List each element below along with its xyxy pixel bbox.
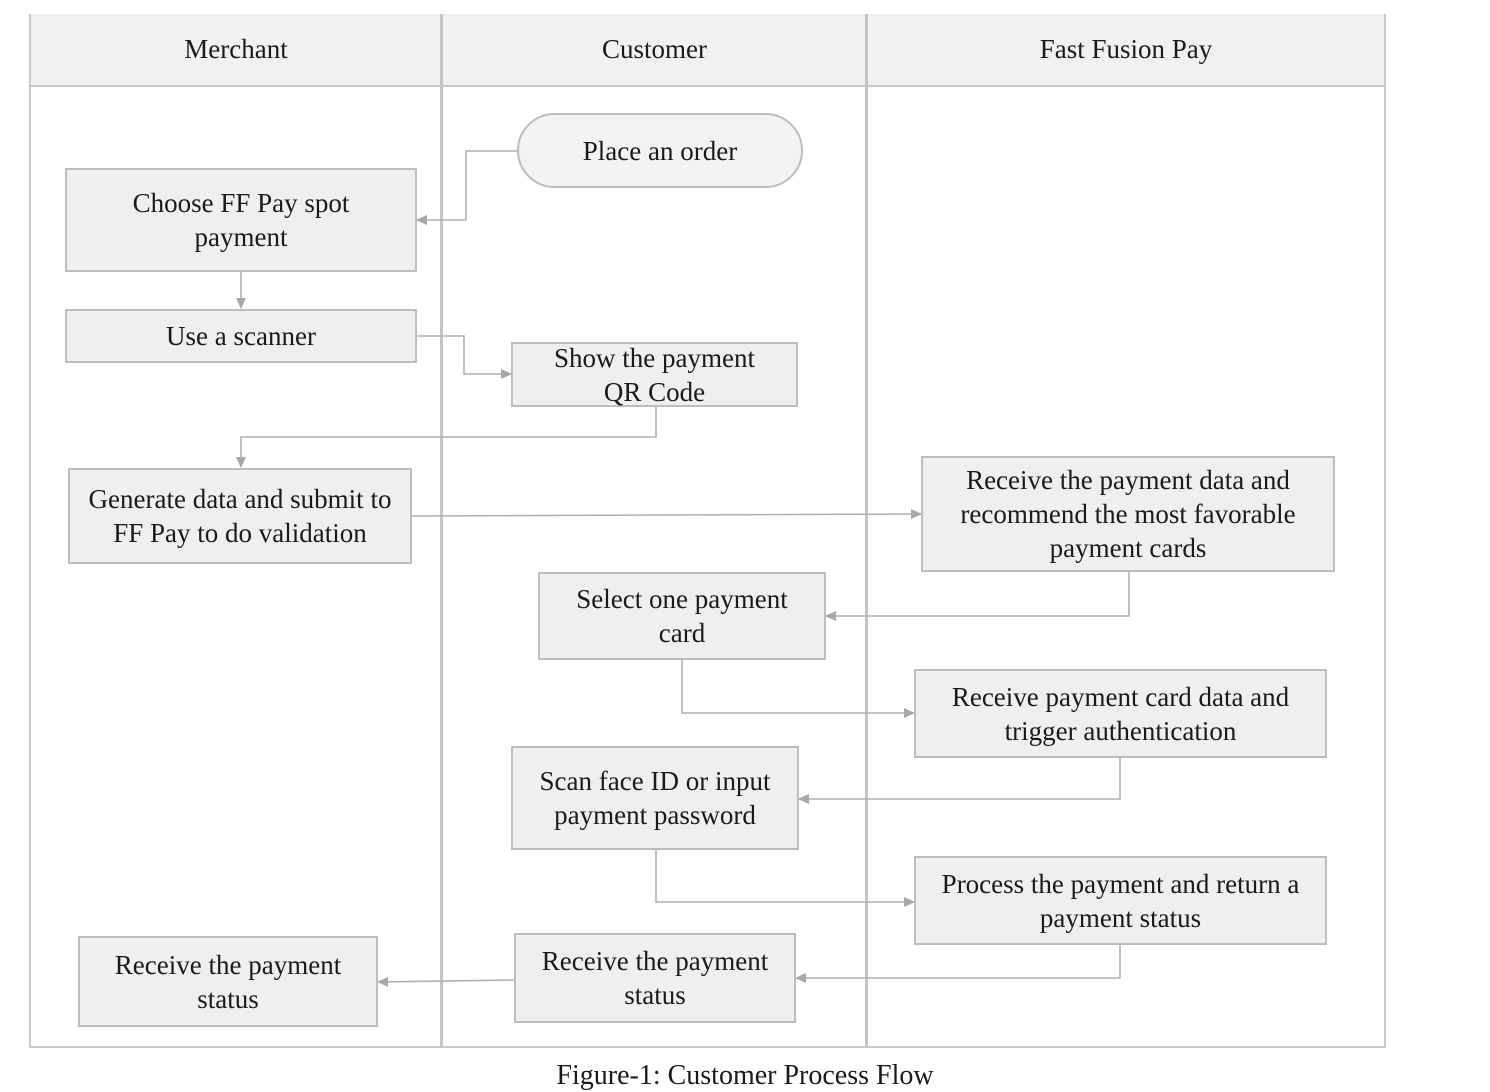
lane-header-merchant: Merchant [31, 14, 441, 87]
use-scanner-node: Use a scanner [65, 309, 417, 363]
choose-ff-pay-node: Choose FF Pay spot payment [65, 168, 417, 272]
show-qr-node: Show the payment QR Code [511, 342, 798, 407]
lane-header-customer: Customer [443, 14, 866, 87]
place-order-label: Place an order [582, 135, 738, 166]
receive-card-data-node: Receive payment card data and trigger au… [914, 669, 1327, 758]
lane-title-fast-fusion-pay: Fast Fusion Pay [1039, 34, 1213, 64]
merchant-receive-status-node: Receive the payment status [78, 936, 378, 1027]
show-qr-label: Show the payment QR Code [554, 342, 755, 407]
merchant-receive-status-label: Receive the payment status [114, 949, 342, 1014]
lane-header-fast-fusion-pay: Fast Fusion Pay [868, 14, 1384, 87]
receive-card-data-label: Receive payment card data and trigger au… [951, 681, 1290, 746]
figure-caption: Figure-1: Customer Process Flow [556, 1060, 934, 1091]
receive-payment-data-label: Receive the payment data and recommend t… [960, 465, 1296, 563]
scan-face-label: Scan face ID or input payment password [539, 766, 771, 830]
generate-data-label: Generate data and submit to FF Pay to do… [88, 484, 392, 548]
receive-payment-data-node: Receive the payment data and recommend t… [921, 456, 1335, 572]
lane-title-customer: Customer [602, 34, 707, 64]
process-payment-node: Process the payment and return a payment… [914, 856, 1327, 945]
process-payment-label: Process the payment and return a payment… [941, 868, 1300, 933]
select-card-label: Select one payment card [576, 584, 788, 648]
customer-receive-status-label: Receive the payment status [541, 946, 769, 1010]
lane-divider-customer-ffpay [865, 14, 868, 1048]
choose-ff-pay-label: Choose FF Pay spot payment [132, 188, 350, 252]
lane-title-merchant: Merchant [184, 34, 288, 64]
scan-face-node: Scan face ID or input payment password [511, 746, 799, 850]
generate-data-node: Generate data and submit to FF Pay to do… [68, 468, 412, 564]
customer-receive-status-node: Receive the payment status [514, 933, 796, 1023]
place-order-node: Place an order [517, 113, 803, 188]
select-card-node: Select one payment card [538, 572, 826, 660]
lane-divider-merchant-customer [440, 14, 443, 1048]
use-scanner-label: Use a scanner [166, 321, 316, 351]
